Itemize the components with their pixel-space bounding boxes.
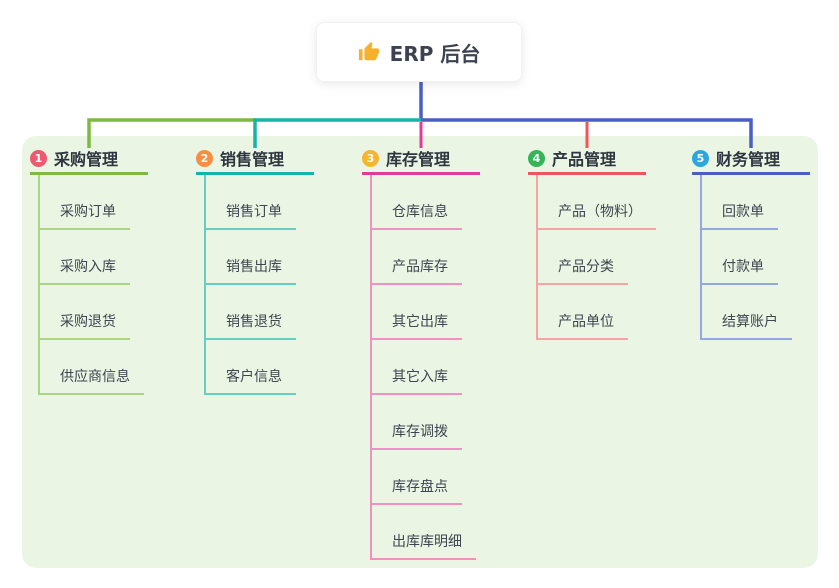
child-node[interactable]: 销售订单 — [206, 175, 296, 230]
child-node[interactable]: 销售出库 — [206, 230, 296, 285]
child-node[interactable]: 采购订单 — [40, 175, 144, 230]
child-node[interactable]: 库存盘点 — [372, 450, 476, 505]
branch-children: 销售订单 销售出库 销售退货 客户信息 — [204, 175, 296, 395]
child-node[interactable]: 供应商信息 — [40, 340, 144, 395]
branch-number-badge: 4 — [528, 149, 545, 167]
branch-node-purchase[interactable]: 1 采购管理 — [30, 148, 148, 175]
branch-finance-management: 5 财务管理 回款单 付款单 结算账户 — [692, 148, 839, 340]
branch-children: 产品（物料） 产品分类 产品单位 — [536, 175, 656, 340]
branch-inventory-management: 3 库存管理 仓库信息 产品库存 其它出库 其它入库 库存调拨 库存盘点 出库库… — [362, 148, 542, 560]
child-node[interactable]: 销售退货 — [206, 285, 296, 340]
child-node[interactable]: 其它入库 — [372, 340, 476, 395]
branch-number-badge: 5 — [692, 149, 709, 167]
branch-node-finance[interactable]: 5 财务管理 — [692, 148, 810, 175]
child-node[interactable]: 回款单 — [702, 175, 792, 230]
child-node[interactable]: 仓库信息 — [372, 175, 476, 230]
branch-title: 采购管理 — [54, 150, 119, 169]
branch-node-sales[interactable]: 2 销售管理 — [196, 148, 314, 175]
root-node[interactable]: ERP 后台 — [316, 22, 522, 82]
branch-purchase-management: 1 采购管理 采购订单 采购入库 采购退货 供应商信息 — [30, 148, 210, 395]
root-node-title: ERP 后台 — [389, 41, 481, 66]
child-node[interactable]: 付款单 — [702, 230, 792, 285]
branch-sales-management: 2 销售管理 销售订单 销售出库 销售退货 客户信息 — [196, 148, 376, 395]
branch-children: 回款单 付款单 结算账户 — [700, 175, 792, 340]
branch-number-badge: 2 — [196, 149, 213, 167]
child-node[interactable]: 其它出库 — [372, 285, 476, 340]
child-node[interactable]: 产品单位 — [538, 285, 656, 340]
branch-node-inventory[interactable]: 3 库存管理 — [362, 148, 480, 175]
branch-product-management: 4 产品管理 产品（物料） 产品分类 产品单位 — [528, 148, 708, 340]
child-node[interactable]: 采购入库 — [40, 230, 144, 285]
child-node[interactable]: 结算账户 — [702, 285, 792, 340]
branch-children: 仓库信息 产品库存 其它出库 其它入库 库存调拨 库存盘点 出库库明细 — [370, 175, 476, 560]
child-node[interactable]: 库存调拨 — [372, 395, 476, 450]
child-node[interactable]: 产品分类 — [538, 230, 656, 285]
branch-title: 财务管理 — [716, 150, 781, 169]
child-node[interactable]: 采购退货 — [40, 285, 144, 340]
child-node[interactable]: 客户信息 — [206, 340, 296, 395]
child-node[interactable]: 产品库存 — [372, 230, 476, 285]
thumbs-up-icon — [358, 41, 379, 61]
branch-title: 产品管理 — [552, 150, 617, 169]
branch-title: 销售管理 — [220, 150, 285, 169]
branch-number-badge: 3 — [362, 149, 379, 167]
branch-children: 采购订单 采购入库 采购退货 供应商信息 — [38, 175, 144, 395]
branch-title: 库存管理 — [386, 150, 451, 169]
child-node[interactable]: 产品（物料） — [538, 175, 656, 230]
child-node[interactable]: 出库库明细 — [372, 505, 476, 560]
branch-node-product[interactable]: 4 产品管理 — [528, 148, 646, 175]
branch-number-badge: 1 — [30, 149, 47, 167]
branches-background-panel — [22, 136, 818, 568]
